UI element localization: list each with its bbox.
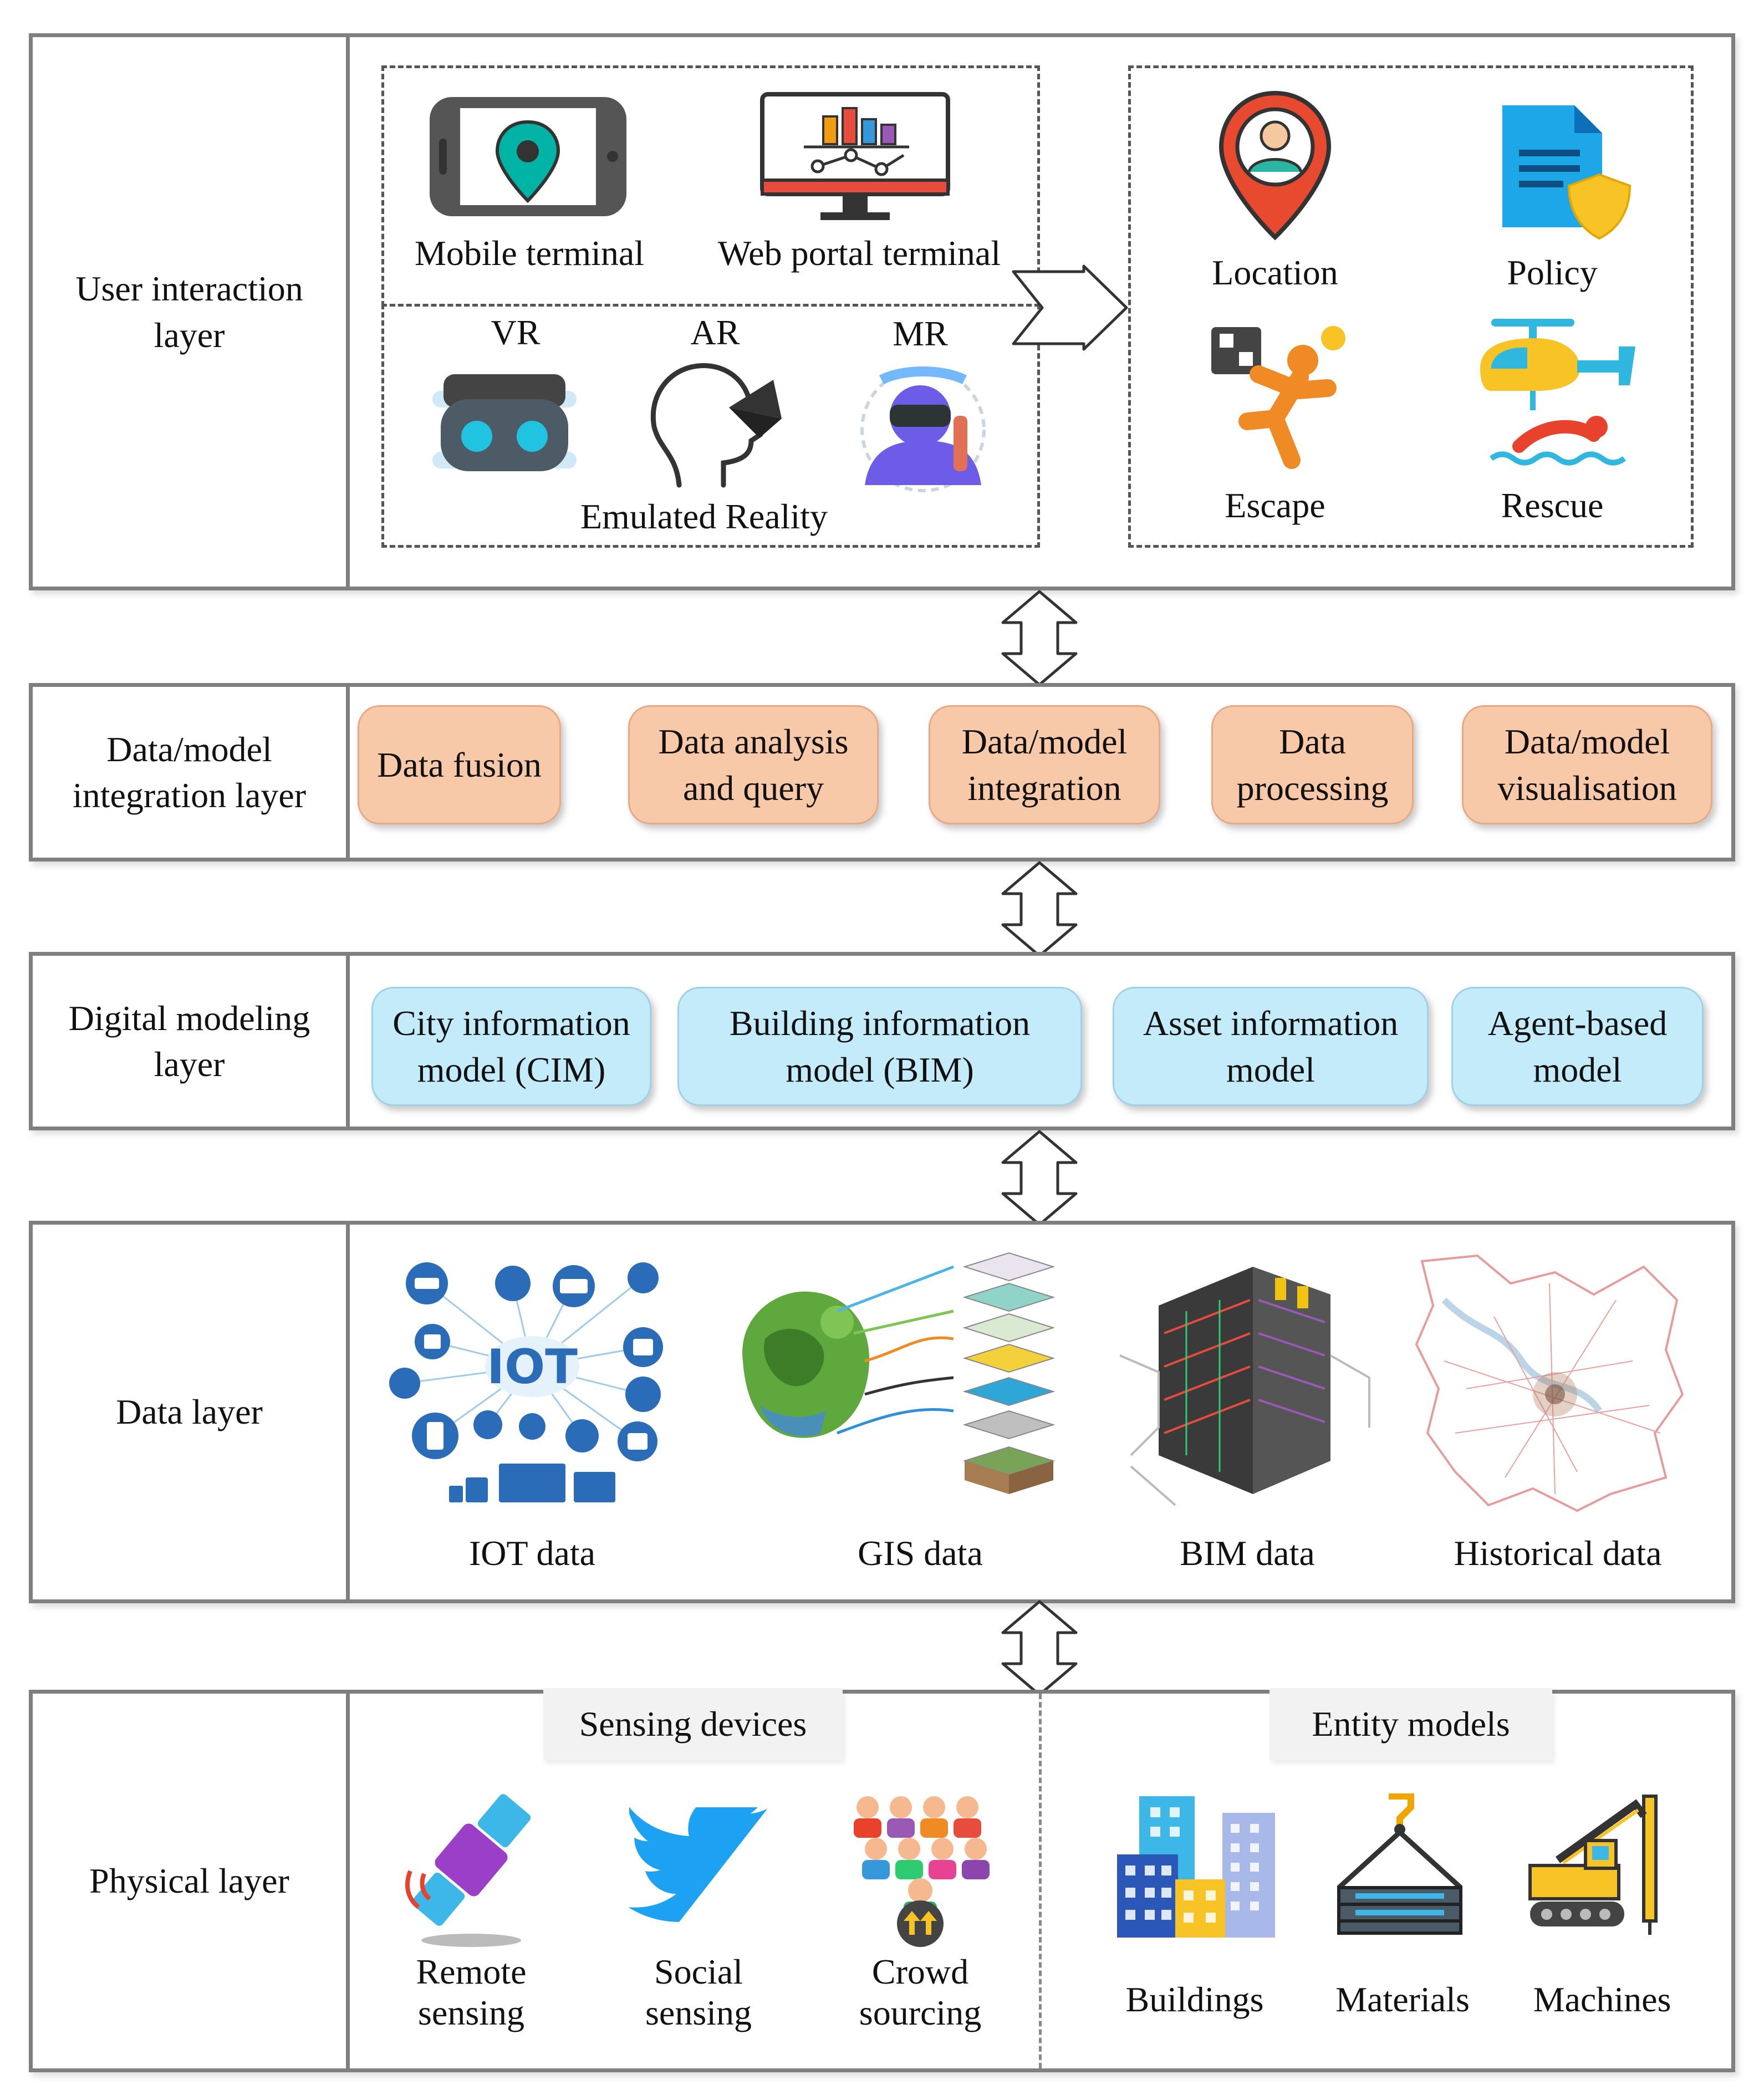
- layer-divider: [346, 37, 350, 587]
- model-item-asset: Asset information model: [1113, 987, 1429, 1106]
- policy-label: Policy: [1507, 253, 1598, 292]
- bidirectional-arrow-icon: [1001, 860, 1078, 958]
- buildings-label: Buildings: [1125, 1980, 1264, 2019]
- bird-icon: [629, 1807, 773, 1926]
- layer-label-data: Data layer: [116, 1392, 263, 1432]
- iot-logo-text: IOT: [487, 1339, 578, 1395]
- crowd-people-icon: [845, 1788, 995, 1949]
- layer-label-user-interaction: User interaction layer: [75, 269, 303, 355]
- layer-divider: [346, 1225, 350, 1599]
- gis-data-label: GIS data: [858, 1533, 983, 1573]
- materials-crane-load-icon: [1333, 1793, 1466, 1938]
- escape-running-icon: [1209, 322, 1358, 471]
- bidirectional-arrow-icon: [1001, 589, 1078, 687]
- remote-sensing-label: Remote sensing: [416, 1952, 527, 2032]
- historical-map-image: [1411, 1250, 1688, 1516]
- reality-group: [381, 304, 1040, 548]
- excavator-machine-icon: [1525, 1793, 1669, 1938]
- monitor-chart-icon: [759, 91, 951, 225]
- physical-divider-dashed: [1039, 1694, 1042, 2068]
- bim-data-label: BIM data: [1180, 1533, 1315, 1573]
- iot-data-label: IOT data: [468, 1533, 596, 1573]
- model-item-agent: Agent-based model: [1451, 987, 1704, 1106]
- rescue-helicopter-icon: [1469, 313, 1641, 474]
- web-portal-terminal-label: Web portal terminal: [717, 233, 1001, 273]
- mr-person-icon: [848, 363, 998, 496]
- crowd-sourcing-label: Crowd sourcing: [859, 1952, 982, 2032]
- integration-item-analysis-query: Data analysis and query: [628, 705, 879, 824]
- emulated-reality-label: Emulated Reality: [580, 497, 828, 536]
- escape-label: Escape: [1225, 486, 1325, 525]
- layer-divider: [346, 956, 350, 1127]
- function-group: [1128, 65, 1694, 548]
- historical-data-label: Historical data: [1454, 1533, 1662, 1573]
- iot-devices-image: IOT: [383, 1250, 682, 1511]
- layer-divider: [346, 1694, 350, 2068]
- integration-item-model-visualisation: Data/model visualisation: [1462, 705, 1712, 824]
- model-item-bim: Building information model (BIM): [677, 987, 1082, 1106]
- right-arrow-icon: [1009, 263, 1131, 352]
- layer-divider: [346, 687, 350, 858]
- gis-layers-image: [726, 1250, 1081, 1511]
- integration-layer: Data/model integration layer: [29, 683, 1735, 862]
- integration-item-data-fusion: Data fusion: [358, 705, 561, 824]
- bim-building-image: [1109, 1245, 1386, 1522]
- data-layer: Data layer: [29, 1221, 1735, 1603]
- entity-models-title: Entity models: [1270, 1688, 1552, 1760]
- machines-label: Machines: [1533, 1980, 1671, 2019]
- bidirectional-arrow-icon: [1001, 1129, 1078, 1227]
- mobile-terminal-label: Mobile terminal: [414, 233, 645, 273]
- mr-label: MR: [893, 314, 948, 353]
- ar-head-icon: [646, 358, 790, 491]
- satellite-icon: [399, 1788, 543, 1949]
- vr-headset-icon: [432, 369, 577, 493]
- layer-label-modeling: Digital modeling layer: [68, 998, 310, 1084]
- rescue-label: Rescue: [1501, 486, 1604, 525]
- integration-item-data-processing: Data processing: [1211, 705, 1414, 824]
- integration-item-model-integration: Data/model integration: [929, 705, 1160, 824]
- location-label: Location: [1212, 253, 1338, 292]
- bidirectional-arrow-icon: [1001, 1599, 1078, 1697]
- vr-label: VR: [491, 313, 541, 352]
- layer-label-physical: Physical layer: [89, 1861, 289, 1901]
- mobile-phone-icon: [427, 94, 629, 219]
- social-sensing-label: Social sensing: [645, 1952, 752, 2032]
- layer-label-integration: Data/model integration layer: [72, 729, 307, 815]
- materials-label: Materials: [1335, 1980, 1470, 2019]
- ar-label: AR: [690, 313, 740, 352]
- policy-document-icon: [1497, 100, 1633, 241]
- model-item-cim: City information model (CIM): [371, 987, 651, 1106]
- buildings-icon: [1117, 1793, 1278, 1938]
- location-pin-icon: [1217, 89, 1333, 241]
- sensing-devices-title: Sensing devices: [543, 1688, 843, 1760]
